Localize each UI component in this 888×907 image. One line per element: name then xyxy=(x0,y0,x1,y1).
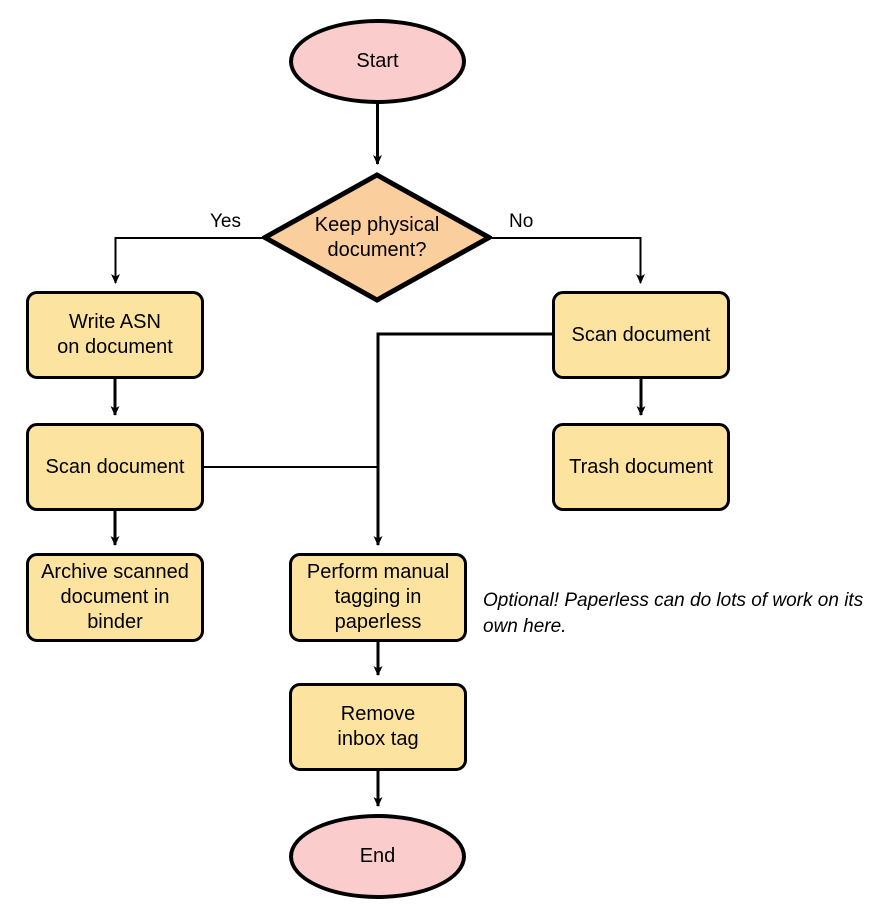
edge-scan-right-to-manual-tagging xyxy=(373,332,552,546)
node-start-label: Start xyxy=(356,50,399,72)
edge-label-no: No xyxy=(509,211,534,232)
diamond-shape xyxy=(262,172,492,303)
note-optional-paperless: Optional! Paperless can do lots of work … xyxy=(483,590,864,637)
node-manual-tagging-label: Perform manual tagging in paperless xyxy=(306,561,450,633)
node-keep-physical-document[interactable]: Keep physical document? xyxy=(262,172,492,303)
node-scan-document-left-label: Scan document xyxy=(45,455,185,478)
node-start[interactable]: Start xyxy=(289,19,466,104)
node-remove-inbox-tag[interactable]: Remove inbox tag xyxy=(289,683,467,771)
node-trash-document-label: Trash document xyxy=(569,455,713,478)
node-write-asn[interactable]: Write ASN on document xyxy=(26,291,204,379)
node-archive-binder[interactable]: Archive scanned document in binder xyxy=(26,553,204,642)
node-end-label: End xyxy=(359,845,396,867)
node-scan-document-right-label: Scan document xyxy=(571,323,711,346)
edge-label-yes: Yes xyxy=(210,211,241,232)
node-end[interactable]: End xyxy=(289,814,466,899)
node-keep-physical-document-label: Keep physical document? xyxy=(314,213,440,261)
edge-decision-to-write-asn xyxy=(111,237,262,284)
edge-decision-to-scan-right xyxy=(492,237,645,284)
node-scan-document-right[interactable]: Scan document xyxy=(552,291,730,379)
node-archive-binder-label: Archive scanned document in binder xyxy=(41,561,189,633)
node-scan-document-left[interactable]: Scan document xyxy=(26,423,204,511)
node-trash-document[interactable]: Trash document xyxy=(552,423,730,511)
node-remove-inbox-tag-label: Remove inbox tag xyxy=(337,703,419,750)
node-write-asn-label: Write ASN on document xyxy=(57,311,173,358)
node-manual-tagging[interactable]: Perform manual tagging in paperless xyxy=(289,553,467,642)
